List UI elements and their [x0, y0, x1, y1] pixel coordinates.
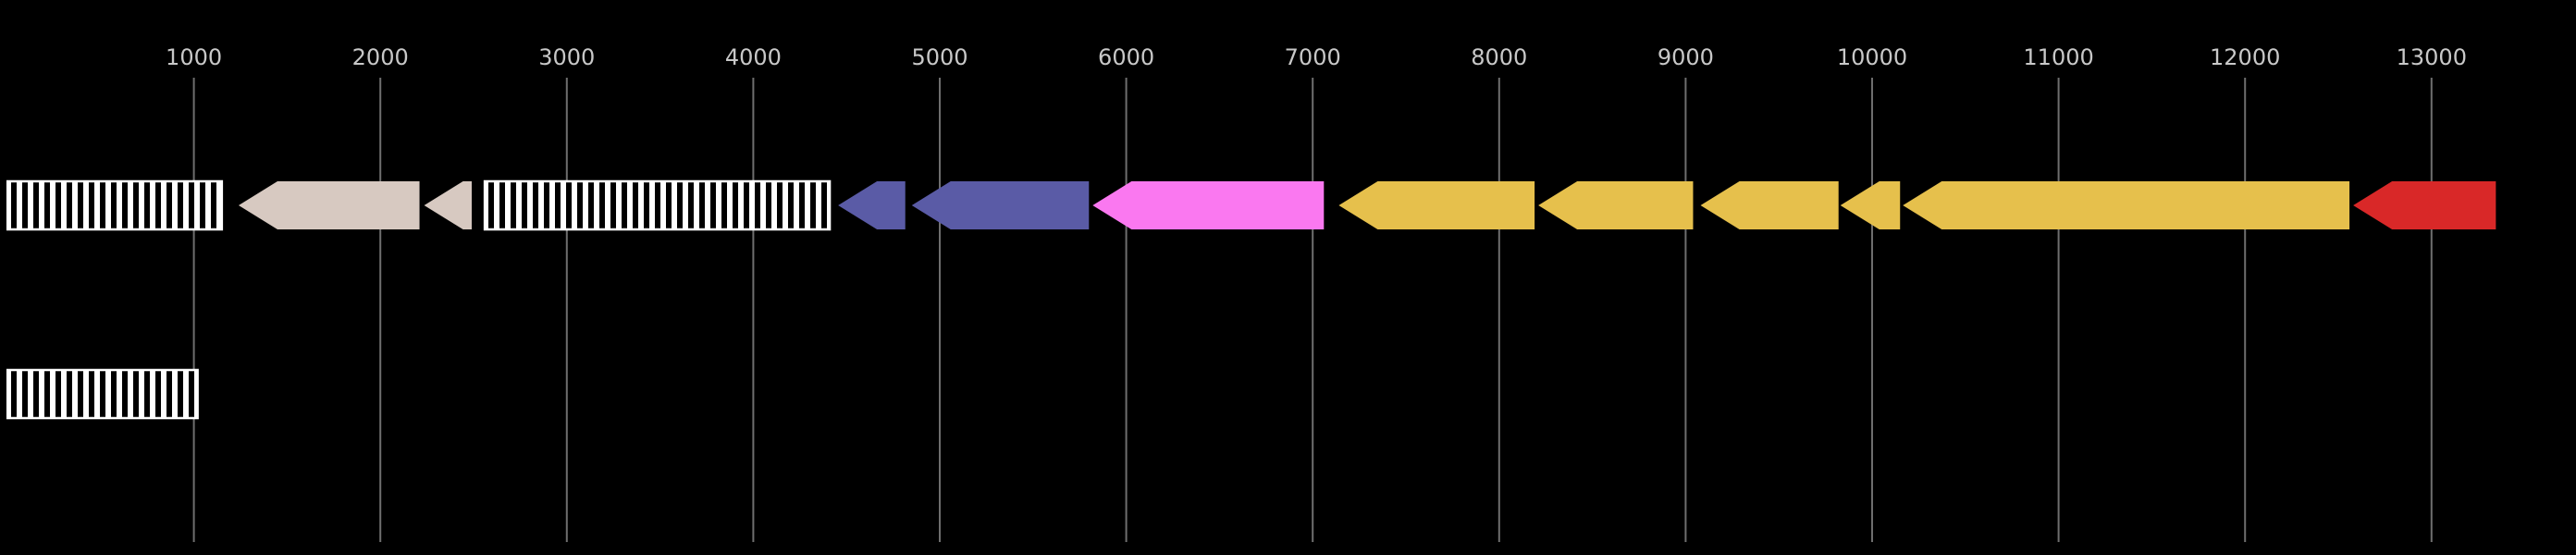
track-1-gene-4 [483, 179, 832, 231]
track-1-gene-11 [1840, 181, 1901, 229]
tick-label-6000: 6000 [1098, 44, 1154, 70]
tick-label-8000: 8000 [1471, 44, 1527, 70]
tick-label-10000: 10000 [1837, 44, 1907, 70]
track-2-gene-1 [6, 368, 199, 420]
track-1-gene-3 [424, 181, 472, 229]
track-1-gene-9 [1538, 181, 1694, 229]
tick-label-11000: 11000 [2023, 44, 2093, 70]
track-1-gene-2 [238, 181, 420, 229]
track-1-gene-12 [1903, 181, 2350, 229]
tick-label-1000: 1000 [166, 44, 222, 70]
track-1-gene-8 [1338, 181, 1535, 229]
tick-label-3000: 3000 [538, 44, 595, 70]
tick-label-13000: 13000 [2397, 44, 2467, 70]
track-1-gene-5 [838, 181, 906, 229]
track-1-gene-7 [1092, 181, 1325, 229]
tick-label-4000: 4000 [725, 44, 782, 70]
tick-label-2000: 2000 [352, 44, 409, 70]
tick-label-12000: 12000 [2210, 44, 2280, 70]
track-1-gene-1 [6, 179, 224, 231]
track-1-gene-6 [911, 181, 1090, 229]
track-1-gene-13 [2353, 181, 2496, 229]
tick-label-9000: 9000 [1658, 44, 1714, 70]
track-1-gene-10 [1700, 181, 1839, 229]
tick-label-5000: 5000 [911, 44, 968, 70]
tick-label-7000: 7000 [1285, 44, 1341, 70]
